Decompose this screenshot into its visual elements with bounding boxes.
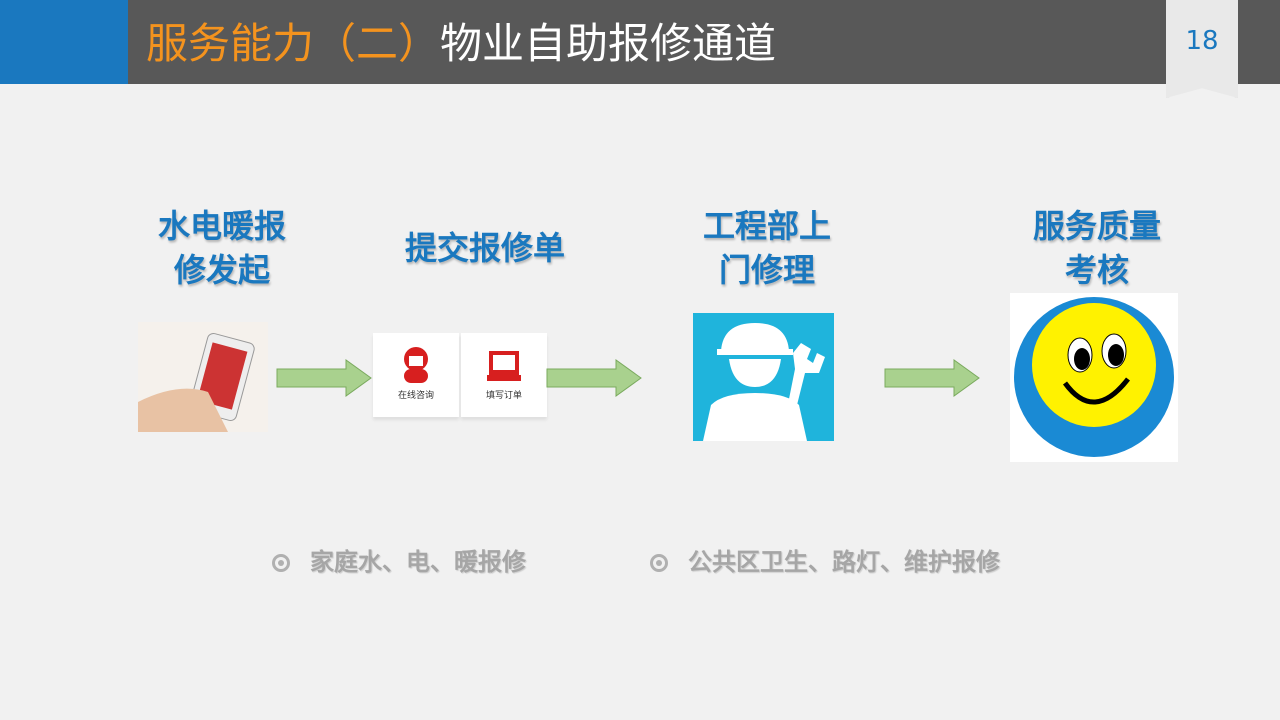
- step-line: 考核: [1064, 251, 1129, 289]
- arrow-right-icon: [546, 359, 642, 397]
- worker-icon: [693, 313, 834, 441]
- title-rest: 物业自助报修通道: [440, 19, 777, 68]
- smiley-service-logo: [1010, 293, 1178, 462]
- bullet-item: 公共区卫生、路灯、维护报修: [650, 542, 1000, 577]
- step-line: 门修理: [718, 251, 815, 289]
- step-line: 服务质量: [1032, 207, 1161, 245]
- step-repair: 工程部上门修理: [685, 204, 849, 292]
- order-label: 填写订单: [485, 391, 522, 401]
- bullet-circle-icon: [650, 554, 668, 572]
- arrow-right-icon: [884, 359, 980, 397]
- bullet-item: 家庭水、电、暖报修: [272, 542, 526, 577]
- step-line: 工程部上: [702, 207, 831, 245]
- title-highlight: 服务能力（二）: [146, 19, 441, 68]
- fill-order-card: 填写订单: [461, 333, 547, 417]
- page-number: 18: [1185, 26, 1219, 56]
- slide-header: 服务能力（二）物业自助报修通道: [0, 0, 1280, 84]
- consult-label: 在线咨询: [397, 391, 434, 401]
- consultant-icon: [404, 347, 428, 383]
- step-line: 提交报修单: [404, 229, 565, 267]
- phone-image: [138, 322, 268, 432]
- step-report: 水电暖报修发起: [140, 204, 304, 292]
- bullet-text: 家庭水、电、暖报修: [310, 548, 526, 576]
- step-submit: 提交报修单: [380, 226, 590, 270]
- bullet-circle-icon: [272, 554, 290, 572]
- header-accent: [0, 0, 128, 84]
- page-title: 服务能力（二）物业自助报修通道: [146, 18, 776, 70]
- step-line: 水电暖报: [157, 207, 286, 245]
- arrow-right-icon: [276, 359, 372, 397]
- step-line: 修发起: [173, 251, 270, 289]
- step-quality: 服务质量考核: [1015, 204, 1179, 292]
- computer-icon: [487, 351, 521, 381]
- page-number-badge: 18: [1166, 0, 1238, 98]
- online-consult-card: 在线咨询: [373, 333, 459, 417]
- bullet-text: 公共区卫生、路灯、维护报修: [688, 548, 1000, 576]
